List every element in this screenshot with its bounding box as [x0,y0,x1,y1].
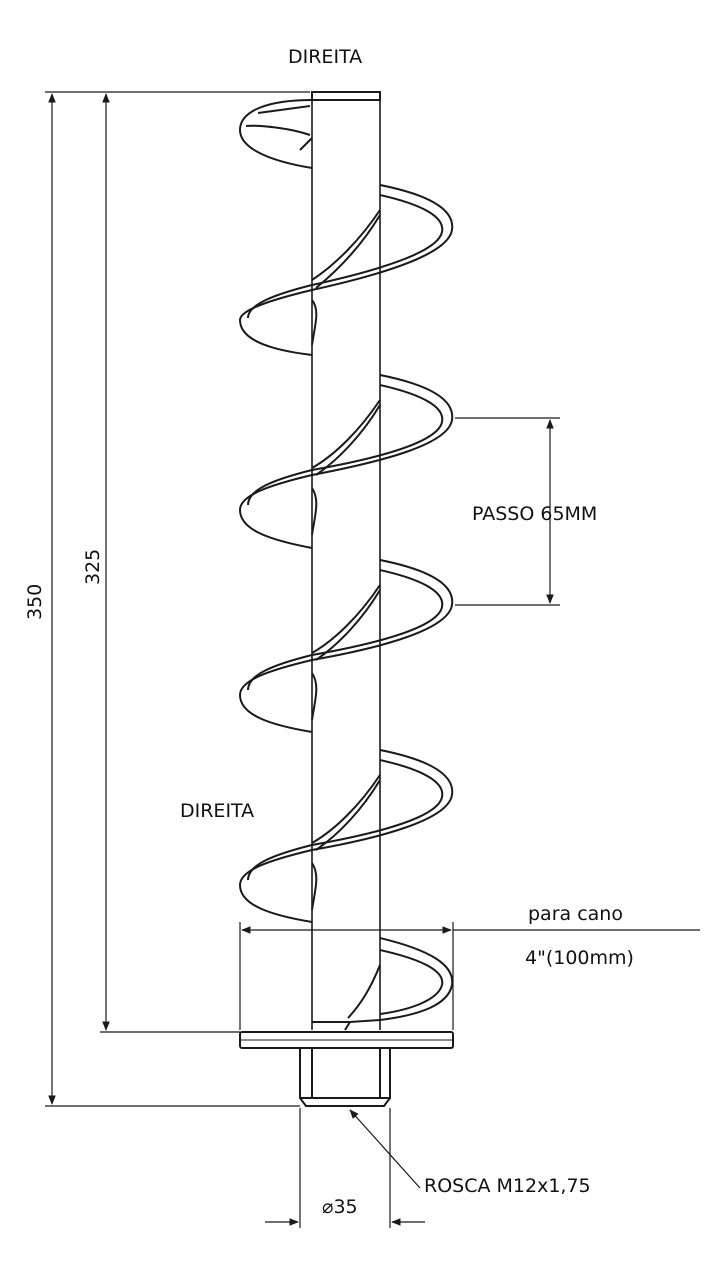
base-flange [239,1031,454,1049]
dimension-350 [45,91,310,1107]
para-cano-label: para cano [528,903,623,925]
auger-shaft [311,91,381,1030]
dimension-thread-diameter [265,1108,425,1228]
dimension-325-label: 325 [82,548,104,585]
passo-label: PASSO 65MM [472,503,598,525]
diameter-label: ⌀35 [322,1196,358,1218]
direita-top-label: DIREITA [288,46,363,68]
threaded-stub [299,1048,391,1107]
dimension-pipe-diameter [239,922,700,1030]
pipe-size-label: 4"(100mm) [525,947,634,969]
dimension-350-label: 350 [24,583,46,620]
dimension-pitch [455,417,560,606]
auger-flights [238,99,454,1031]
rosca-leader [349,1109,421,1189]
diameter-symbol: ⌀ [322,1196,334,1218]
diameter-value: 35 [333,1196,358,1218]
rosca-label: ROSCA M12x1,75 [424,1175,591,1197]
direita-mid-label: DIREITA [180,800,255,822]
dimension-325 [100,93,240,1033]
